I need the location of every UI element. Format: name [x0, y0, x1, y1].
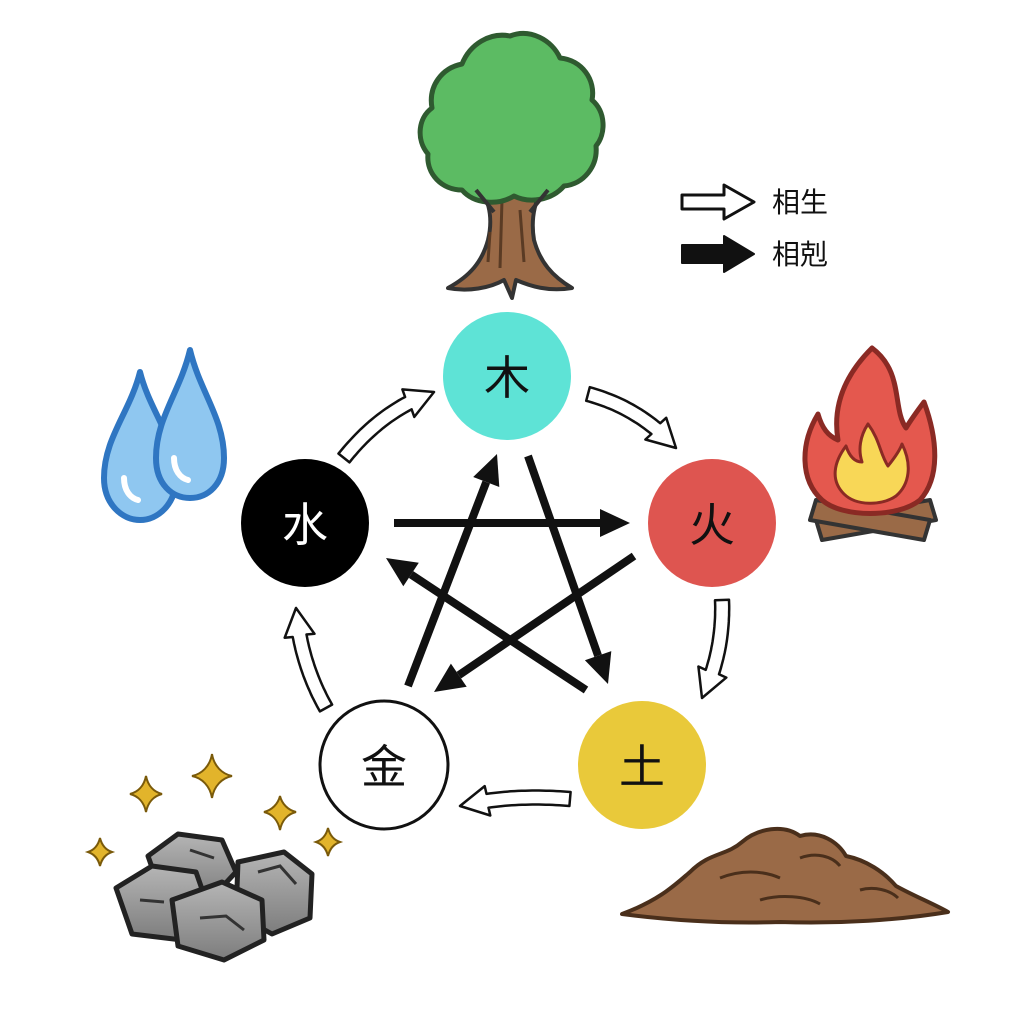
rocks-icon — [84, 753, 344, 963]
element-node-earth: 土 — [578, 701, 706, 829]
overcoming-arrow-shaft-fire-to-metal — [456, 552, 637, 679]
wood-circle — [443, 312, 571, 440]
overcoming-arrow-head-wood-to-earth — [584, 651, 612, 684]
element-node-metal: 金 — [318, 699, 450, 831]
overcoming-cycle — [386, 454, 637, 694]
overcoming-legend-arrow — [681, 235, 755, 273]
wood-label: 木 — [484, 351, 530, 405]
metal-label: 金 — [361, 740, 407, 794]
metal-circle — [318, 699, 450, 831]
fire-circle — [648, 459, 776, 587]
water-drops-icon — [101, 347, 227, 523]
generating-legend-label: 相生 — [772, 186, 828, 219]
overcoming-arrow-shaft-earth-to-water — [408, 571, 589, 694]
overcoming-arrow-head-metal-to-wood — [473, 454, 500, 487]
generating-arrow-metal-to-water — [283, 606, 334, 713]
legend: 相生 相剋 — [680, 183, 828, 273]
water-circle — [241, 459, 369, 587]
earth-circle — [578, 701, 706, 829]
element-node-wood: 木 — [443, 312, 571, 440]
overcoming-arrow-head-fire-to-metal — [434, 663, 467, 692]
generating-legend-arrow — [680, 183, 756, 221]
generating-arrow-water-to-wood — [337, 388, 436, 464]
overcoming-arrow-shaft-metal-to-wood — [404, 480, 490, 688]
element-node-water: 水 — [241, 459, 369, 587]
tree-icon — [417, 30, 606, 300]
overcoming-arrow-shaft-wood-to-earth — [524, 454, 602, 658]
generating-arrow-wood-to-fire — [584, 385, 678, 450]
generating-arrow-fire-to-earth — [697, 598, 731, 700]
overcoming-legend-label: 相剋 — [772, 238, 828, 271]
earth-label: 土 — [619, 740, 665, 794]
generating-arrow-earth-to-metal — [458, 784, 572, 817]
overcoming-arrow-head-earth-to-water — [386, 558, 419, 587]
fire-icon — [802, 345, 938, 542]
water-label: 水 — [282, 498, 328, 552]
element-node-fire: 火 — [648, 459, 776, 587]
generating-cycle — [283, 385, 731, 817]
fire-label: 火 — [689, 498, 735, 552]
soil-pile-icon — [620, 826, 950, 925]
overcoming-arrow-head-water-to-fire — [600, 509, 630, 537]
